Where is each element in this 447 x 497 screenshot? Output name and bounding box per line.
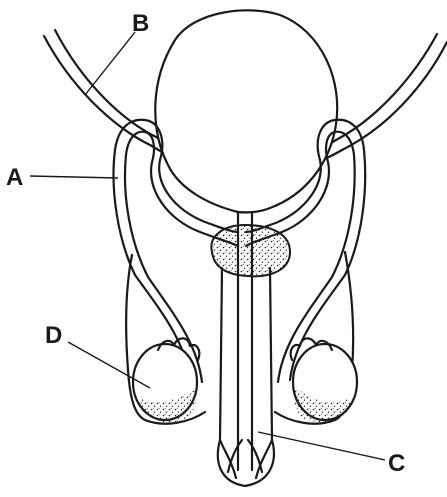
label-b: B [132,12,149,36]
leader-line-b [85,32,135,95]
bladder [155,10,337,212]
glans-line-left [228,440,242,472]
prostate-gland [211,225,290,276]
label-d: D [45,324,62,348]
leader-line-c [258,432,385,460]
testis-right [291,338,357,422]
label-c: C [388,452,405,476]
label-a: A [6,166,23,190]
leader-line-a [30,176,118,178]
testis-left [133,338,199,422]
